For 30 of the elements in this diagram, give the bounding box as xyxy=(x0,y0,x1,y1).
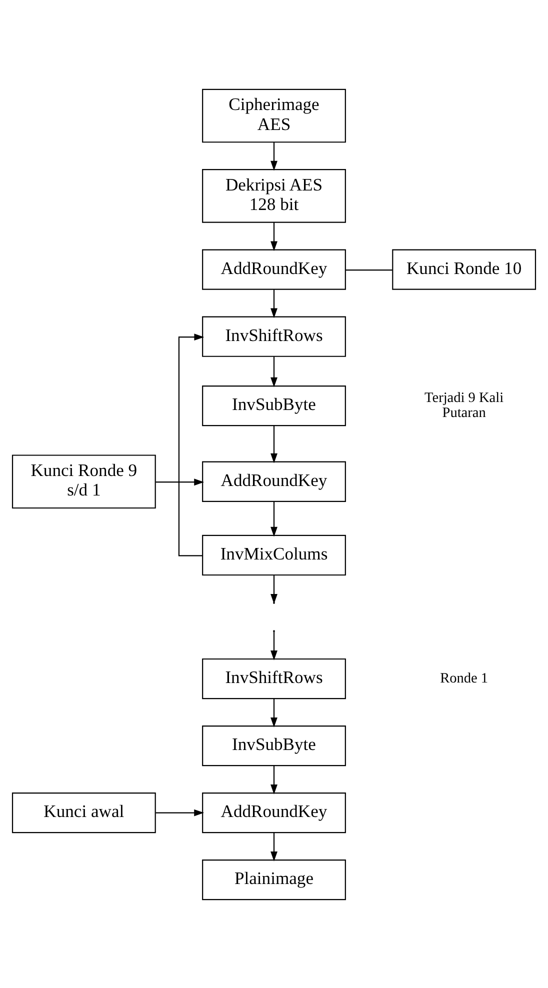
node-box: Kunci awal xyxy=(12,792,156,833)
arrow xyxy=(270,425,278,463)
arrow xyxy=(270,832,278,861)
arrow xyxy=(270,631,278,660)
arrow xyxy=(270,765,278,794)
node-box: Dekripsi AES 128 bit xyxy=(202,168,346,222)
node-box: InvShiftRows xyxy=(202,316,346,356)
node-box: InvShiftRows xyxy=(202,658,346,699)
label: Ronde 1 xyxy=(440,670,488,686)
node-box: AddRoundKey xyxy=(202,792,346,833)
arrow xyxy=(270,142,278,170)
node-box: Cipherimage AES xyxy=(202,88,346,142)
label: Terjadi 9 Kali Putaran xyxy=(424,389,504,421)
arrow xyxy=(270,698,278,727)
arrow xyxy=(270,356,278,387)
node-box: InvMixColums xyxy=(202,534,346,576)
connector xyxy=(346,269,392,270)
arrow xyxy=(178,333,204,556)
node-box: AddRoundKey xyxy=(202,460,346,502)
arrow xyxy=(270,222,278,251)
arrow xyxy=(156,478,204,486)
arrow xyxy=(270,501,278,536)
node-box: AddRoundKey xyxy=(202,248,346,290)
node-box: InvSubByte xyxy=(202,724,346,766)
arrow xyxy=(156,808,204,816)
node-box: Kunci Ronde 9 s/d 1 xyxy=(12,454,156,508)
node-box: InvSubByte xyxy=(202,385,346,426)
arrow xyxy=(270,289,278,318)
node-box: Kunci Ronde 10 xyxy=(392,248,536,290)
node-box: Plainimage xyxy=(202,859,346,900)
